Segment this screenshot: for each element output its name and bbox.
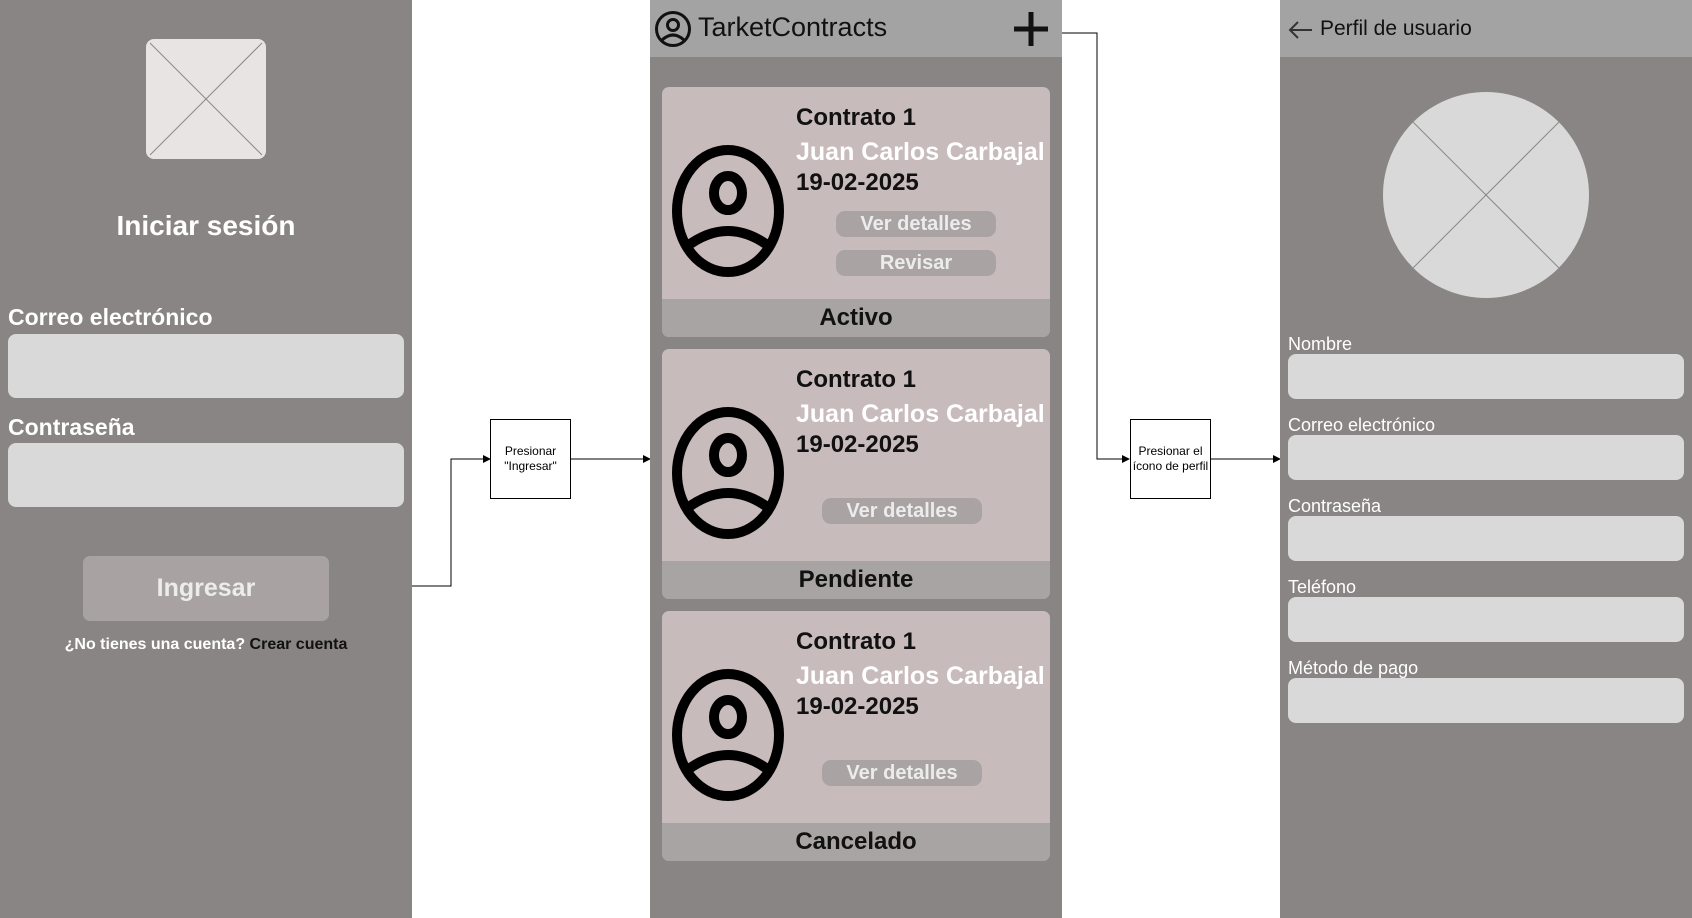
email-field[interactable] — [1288, 435, 1684, 480]
status-badge: Activo — [662, 299, 1050, 337]
contract-card[interactable]: Contrato 1 Juan Carlos Carbajal 19-02-20… — [662, 611, 1050, 861]
view-details-button[interactable]: Ver detalles — [822, 760, 982, 786]
contract-title: Contrato 1 — [796, 628, 916, 655]
person-avatar-icon — [672, 145, 784, 277]
status-badge: Cancelado — [662, 823, 1050, 861]
password-label: Contraseña — [8, 414, 135, 440]
email-field[interactable] — [8, 334, 404, 398]
logo-placeholder-image — [146, 39, 266, 159]
status-badge: Pendiente — [662, 561, 1050, 599]
contract-card[interactable]: Contrato 1 Juan Carlos Carbajal 19-02-20… — [662, 87, 1050, 337]
create-account-link[interactable]: Crear cuenta — [249, 636, 348, 653]
name-field[interactable] — [1288, 354, 1684, 399]
contracts-screen: TarketContracts Contrato 1 Juan Carlos C… — [650, 0, 1062, 918]
no-account-text: ¿No tienes una cuenta? — [64, 636, 246, 653]
contract-party-name: Juan Carlos Carbajal — [796, 138, 1045, 166]
password-field[interactable] — [8, 443, 404, 507]
profile-icon[interactable] — [654, 10, 692, 48]
profile-screen: Perfil de usuario Nombre Correo electrón… — [1280, 0, 1692, 918]
connector-login-to-step1 — [412, 455, 491, 587]
phone-field[interactable] — [1288, 597, 1684, 642]
back-arrow-icon[interactable] — [1288, 18, 1314, 42]
contract-title: Contrato 1 — [796, 366, 916, 393]
step-press-login-box: Presionar "Ingresar" — [490, 419, 571, 499]
payment-method-label: Método de pago — [1288, 658, 1419, 678]
person-avatar-icon — [672, 407, 784, 539]
contract-party-name: Juan Carlos Carbajal — [796, 400, 1045, 428]
contract-title: Contrato 1 — [796, 104, 916, 131]
step-press-profile-icon-box: Presionar el ícono de perfil — [1130, 419, 1211, 499]
login-screen: Iniciar sesión Correo electrónico Contra… — [0, 0, 412, 918]
signup-prompt: ¿No tienes una cuenta? Crear cuenta — [0, 636, 412, 654]
password-label: Contraseña — [1288, 496, 1382, 516]
contract-party-name: Juan Carlos Carbajal — [796, 662, 1045, 690]
login-button[interactable]: Ingresar — [83, 556, 329, 621]
person-avatar-icon — [672, 669, 784, 801]
name-label: Nombre — [1288, 334, 1353, 354]
connector-plus-to-step2 — [1062, 32, 1130, 463]
contract-date: 19-02-2025 — [796, 169, 919, 196]
app-title: TarketContracts — [698, 12, 888, 42]
profile-topbar: Perfil de usuario — [1280, 0, 1692, 57]
payment-method-field[interactable] — [1288, 678, 1684, 723]
profile-photo-placeholder[interactable] — [1383, 92, 1589, 298]
login-title: Iniciar sesión — [116, 210, 296, 241]
password-field[interactable] — [1288, 516, 1684, 561]
phone-label: Teléfono — [1288, 577, 1357, 597]
view-details-button[interactable]: Ver detalles — [836, 211, 996, 237]
contract-date: 19-02-2025 — [796, 693, 919, 720]
profile-title: Perfil de usuario — [1320, 17, 1472, 40]
contract-date: 19-02-2025 — [796, 431, 919, 458]
view-details-button[interactable]: Ver detalles — [822, 498, 982, 524]
review-button[interactable]: Revisar — [836, 250, 996, 276]
add-contract-icon[interactable] — [1010, 8, 1052, 50]
contracts-topbar: TarketContracts — [650, 0, 1062, 57]
contract-card[interactable]: Contrato 1 Juan Carlos Carbajal 19-02-20… — [662, 349, 1050, 599]
email-label: Correo electrónico — [8, 304, 213, 330]
email-label: Correo electrónico — [1288, 415, 1436, 435]
